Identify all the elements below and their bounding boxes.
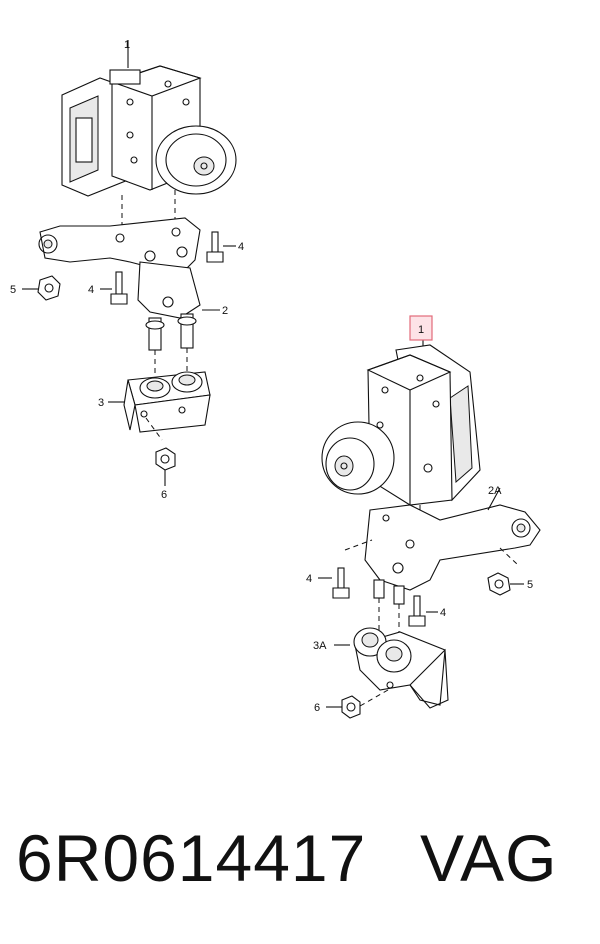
callout-top-unit: 1 [124,39,130,51]
callout-top-mount: 3 [98,397,104,409]
callout-bottom-bolt-right: 4 [440,607,446,619]
callout-top-bracket: 2 [222,305,228,317]
top-nut-bottom [155,447,176,486]
highlight-box [409,315,433,341]
callout-bottom-bracket: 2A [488,485,502,497]
top-abs-unit [61,40,237,235]
brand-label: VAG [420,821,558,895]
bottom-mount [334,627,449,709]
bottom-bracket [344,487,541,640]
bottom-nut-bottom [326,695,361,719]
bottom-bolt-right [408,595,438,627]
exploded-parts-diagram: 1 4 5 4 2 3 6 1 2A 4 5 4 3A 6 [10,39,541,719]
bottom-bolt-left [318,567,350,599]
callout-bottom-mount: 3A [313,640,327,652]
callout-top-nut-bottom: 6 [161,489,167,501]
callout-top-bolt-left: 4 [88,284,94,296]
top-bolt-right [206,231,236,263]
top-bracket [38,217,220,378]
callout-top-bolt-right: 4 [238,241,244,253]
top-mount [108,371,211,441]
top-assembly [22,40,237,486]
callout-bottom-nut-right: 5 [527,579,533,591]
top-nut-left [22,275,61,301]
bottom-assembly [318,340,541,719]
part-number: 6R0614417 [16,821,367,895]
callout-bottom-unit: 1 [418,324,424,336]
bottom-abs-unit [321,340,481,548]
callout-bottom-bolt-left: 4 [306,573,312,585]
callout-bottom-nut-bottom: 6 [314,702,320,714]
bottom-nut-right [487,572,524,596]
callout-top-nut-left: 5 [10,284,16,296]
top-bolt-left [100,271,128,305]
